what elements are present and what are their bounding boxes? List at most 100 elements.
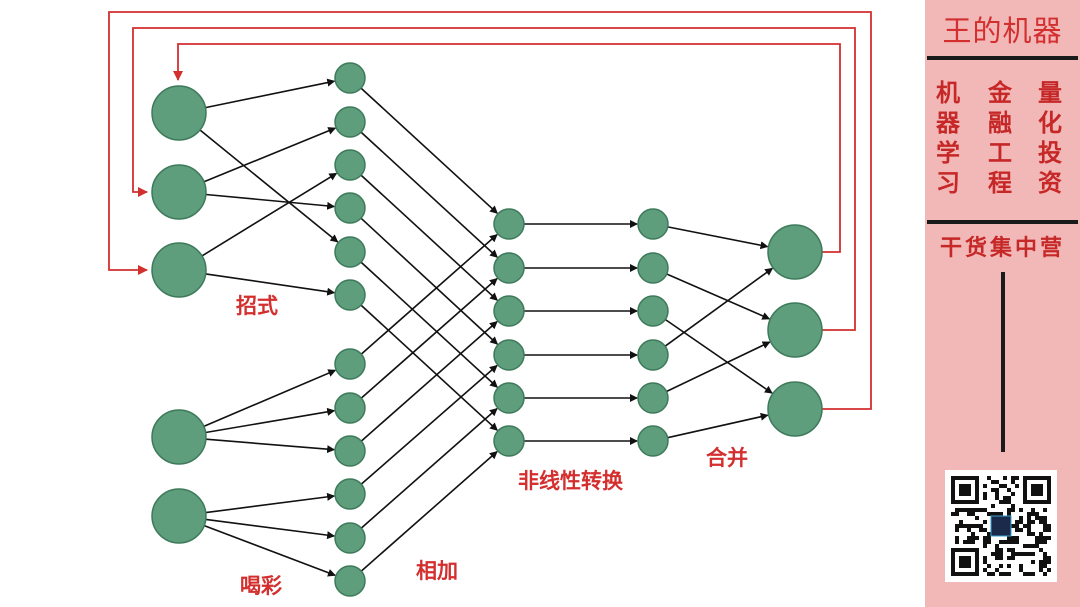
qr-module — [1007, 496, 1011, 500]
label-hebing: 合并 — [706, 446, 748, 470]
qr-module — [975, 524, 979, 528]
qr-module — [1039, 536, 1043, 540]
node-hid — [334, 478, 366, 510]
label-feixian: 非线性转换 — [518, 469, 623, 493]
qr-module — [1039, 560, 1043, 564]
node-hid — [334, 435, 366, 467]
node-out — [767, 381, 823, 437]
qr-module — [975, 568, 979, 572]
connection-arrow — [667, 226, 769, 250]
connection-arrow — [203, 369, 337, 428]
qr-module — [1003, 496, 1007, 500]
column-char: 金 — [988, 78, 1012, 107]
qr-module — [1011, 524, 1015, 528]
qr-module — [999, 552, 1003, 556]
qr-module — [1007, 536, 1011, 540]
qr-module — [983, 556, 987, 560]
node-hid — [334, 192, 366, 224]
node-hid — [334, 565, 366, 597]
qr-module — [963, 508, 967, 512]
qr-module — [967, 484, 971, 488]
qr-module — [967, 500, 971, 504]
column-char: 化 — [1038, 108, 1062, 137]
qr-module — [995, 552, 999, 556]
qr-module — [999, 572, 1003, 576]
connection-arrow — [664, 267, 774, 347]
sidebar: 王的机器 机 器 学 习 金 融 工 程 量 化 投 资 干货集中营 — [925, 0, 1080, 607]
connection-arrow — [360, 450, 498, 572]
qr-module — [1003, 500, 1007, 504]
qr-module — [995, 480, 999, 484]
qr-module — [995, 512, 999, 516]
qr-module — [959, 560, 963, 564]
connection-arrow — [360, 131, 498, 258]
connection-arrow — [360, 87, 498, 214]
qr-module — [1039, 488, 1043, 492]
qr-module — [1031, 572, 1035, 576]
qr-module — [1031, 492, 1035, 496]
node-inp — [151, 85, 207, 141]
qr-module — [963, 556, 967, 560]
node-sum — [493, 295, 525, 327]
qr-module — [975, 500, 979, 504]
qr-module — [1035, 516, 1039, 520]
connection-arrow — [360, 174, 498, 301]
connection-arrow — [360, 407, 498, 529]
qr-module — [951, 476, 955, 480]
qr-module — [959, 564, 963, 568]
column-fe: 金 融 工 程 — [985, 78, 1015, 198]
node-non — [637, 425, 669, 457]
qr-module — [1011, 492, 1015, 496]
qr-module — [1043, 556, 1047, 560]
qr-module — [1011, 556, 1015, 560]
qr-module — [1007, 556, 1011, 560]
qr-module — [951, 492, 955, 496]
node-inp — [151, 409, 207, 465]
qr-module — [1031, 560, 1035, 564]
qr-module — [1031, 520, 1035, 524]
qr-module — [955, 528, 959, 532]
qr-module — [995, 488, 999, 492]
qr-module — [1027, 520, 1031, 524]
qr-module — [1043, 516, 1047, 520]
qr-module — [959, 488, 963, 492]
qr-module — [1011, 536, 1015, 540]
connection-arrow — [205, 407, 336, 434]
qr-module — [967, 560, 971, 564]
qr-module — [955, 548, 959, 552]
qr-module — [971, 500, 975, 504]
qr-module — [1019, 508, 1023, 512]
node-inp — [151, 242, 207, 298]
qr-module — [967, 536, 971, 540]
qr-module — [1011, 480, 1015, 484]
node-non — [637, 208, 669, 240]
qr-module — [987, 532, 991, 536]
qr-module — [1031, 544, 1035, 548]
node-non — [637, 382, 669, 414]
qr-module — [975, 476, 979, 480]
qr-module — [1023, 496, 1027, 500]
qr-module — [983, 528, 987, 532]
qr-module — [959, 520, 963, 524]
qr-module — [951, 488, 955, 492]
qr-module — [995, 496, 999, 500]
qr-module — [1035, 488, 1039, 492]
qr-module — [1047, 524, 1051, 528]
qr-module — [995, 492, 999, 496]
qr-module — [999, 564, 1003, 568]
qr-code-graphic — [951, 476, 1051, 576]
qr-module — [979, 528, 983, 532]
column-char: 投 — [1038, 138, 1062, 167]
qr-module — [971, 548, 975, 552]
qr-module — [1035, 512, 1039, 516]
node-hid — [334, 348, 366, 380]
qr-module — [995, 568, 999, 572]
qr-module — [1019, 564, 1023, 568]
qr-module — [1043, 500, 1047, 504]
qr-module — [999, 540, 1003, 544]
qr-module — [1019, 552, 1023, 556]
qr-module — [955, 500, 959, 504]
connection-arrow — [199, 129, 339, 243]
node-hid — [334, 236, 366, 268]
